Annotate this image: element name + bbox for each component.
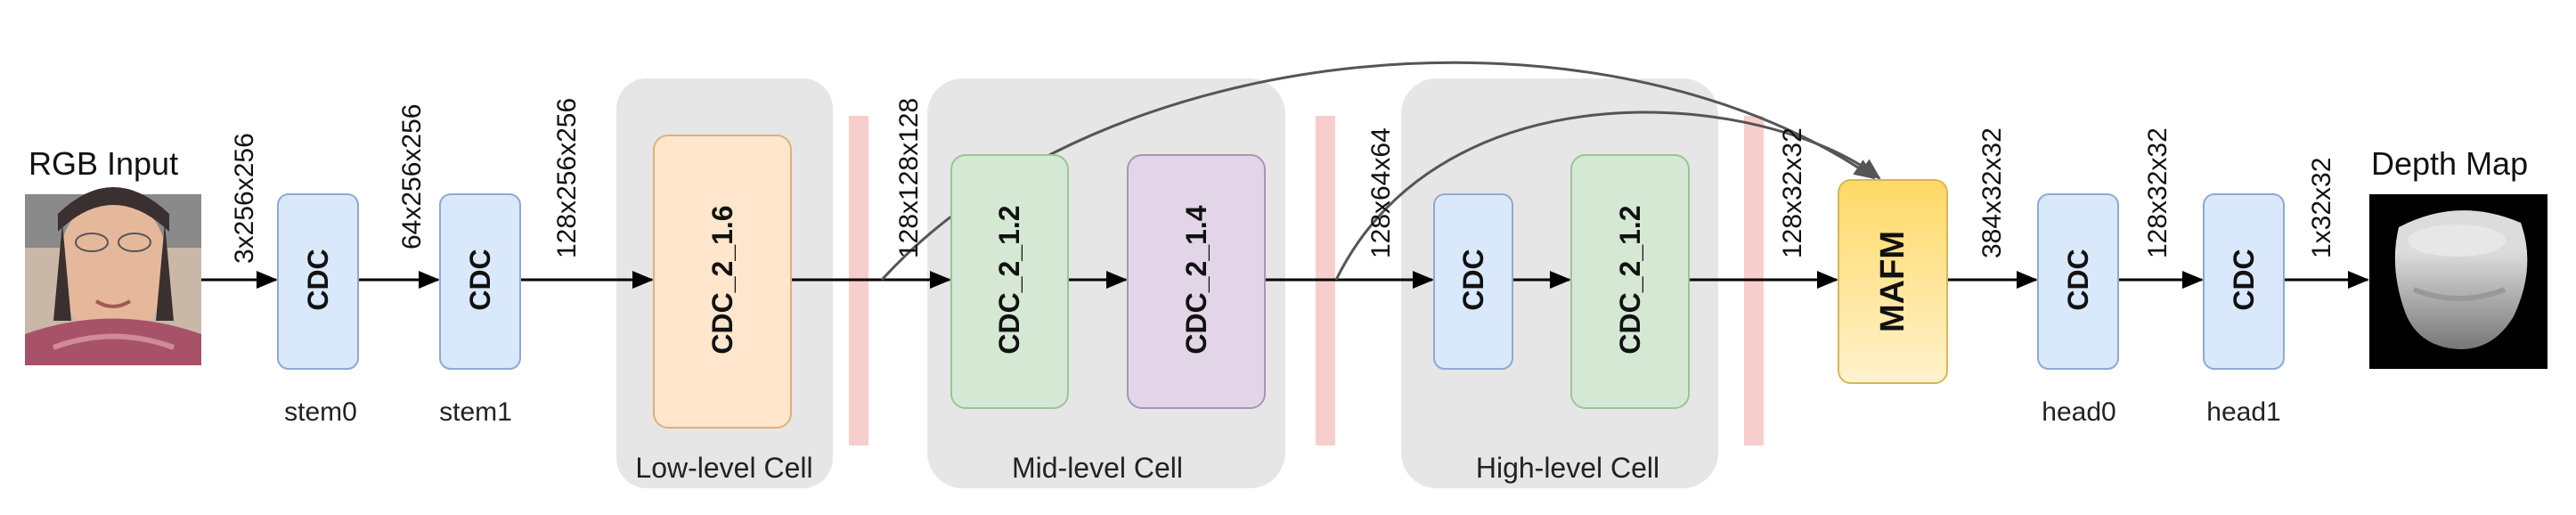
stem1-block bbox=[439, 193, 521, 370]
output-title: Depth Map bbox=[2371, 145, 2528, 182]
stem0-block bbox=[277, 193, 359, 370]
dim-label-mid: 128x64x64 bbox=[1366, 127, 1396, 258]
dim-label-head1: 1x32x32 bbox=[2307, 158, 2336, 258]
low-cdc-block bbox=[653, 135, 792, 429]
high-cdc-block-2 bbox=[1570, 154, 1690, 409]
head0-name: head0 bbox=[2042, 397, 2115, 427]
head1-block bbox=[2203, 193, 2285, 370]
dim-label-high: 128x32x32 bbox=[1778, 127, 1807, 258]
rgb-input-image bbox=[25, 187, 201, 365]
dim-label-stem1: 128x256x256 bbox=[552, 98, 582, 258]
stem0-name: stem0 bbox=[284, 397, 357, 427]
stem1-block-label: CDC bbox=[464, 249, 496, 310]
head1-block-label: CDC bbox=[2228, 249, 2260, 310]
high-level-cell-label: High-level Cell bbox=[1476, 452, 1659, 484]
head0-block bbox=[2037, 193, 2119, 370]
mid-cdc-block-1-label: CDC_2_1.2 bbox=[993, 205, 1025, 354]
head1-name: head1 bbox=[2206, 397, 2280, 427]
dim-label-input: 3x256x256 bbox=[230, 133, 259, 264]
mafm-block bbox=[1838, 179, 1948, 384]
stem1-name: stem1 bbox=[439, 397, 512, 427]
mid-cdc-block-1 bbox=[950, 154, 1069, 409]
low-cdc-block-label: CDC_2_1.6 bbox=[706, 205, 738, 354]
high-cdc-block-1 bbox=[1433, 193, 1513, 370]
low-level-cell-label: Low-level Cell bbox=[635, 452, 812, 484]
dim-label-mafm: 384x32x32 bbox=[1977, 127, 2007, 258]
mid-level-cell-label: Mid-level Cell bbox=[1012, 452, 1183, 484]
high-cdc-block-2-label: CDC_2_1.2 bbox=[1614, 205, 1646, 354]
dim-label-stem0: 64x256x256 bbox=[397, 104, 427, 249]
dim-label-head0: 128x32x32 bbox=[2143, 127, 2172, 258]
head0-block-label: CDC bbox=[2062, 249, 2094, 310]
stem0-block-label: CDC bbox=[302, 249, 334, 310]
mid-cdc-block-2 bbox=[1127, 154, 1266, 409]
high-cdc-block-1-label: CDC bbox=[1457, 249, 1489, 310]
mid-cdc-block-2-label: CDC_2_1.4 bbox=[1180, 205, 1212, 354]
input-title: RGB Input bbox=[29, 145, 178, 182]
dim-label-low: 128x128x128 bbox=[894, 98, 924, 258]
mafm-block-label: MAFM bbox=[1874, 231, 1912, 332]
skip-connection-mid bbox=[1334, 110, 1881, 281]
depth-map-image bbox=[2369, 194, 2547, 369]
